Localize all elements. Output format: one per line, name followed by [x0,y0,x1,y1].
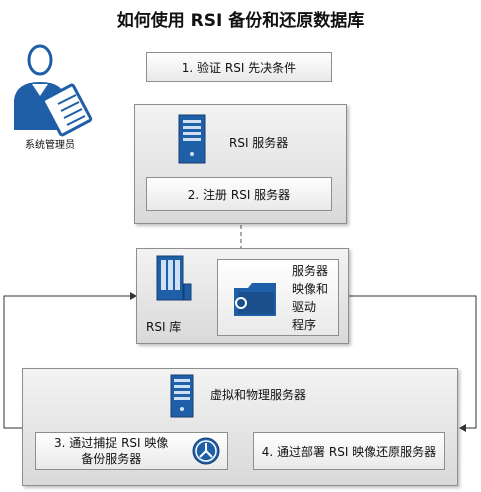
step3-label: 3. 通过捕捉 RSI 映像 备份服务器 [54,436,169,466]
step3-box: 3. 通过捕捉 RSI 映像 备份服务器 [35,432,228,470]
rsi-library-icon [156,254,192,304]
page-title: 如何使用 RSI 备份和还原数据库 [116,11,365,31]
folder-icon [232,280,278,318]
virtual-server-icon [170,374,194,418]
step2-box: 2. 注册 RSI 服务器 [146,177,332,211]
left-arrowhead [130,292,137,300]
admin-figure [6,38,98,138]
images-drivers-label: 服务器 映像和 驱动 程序 [292,264,329,332]
step1-box: 1. 验证 RSI 先决条件 [146,52,332,82]
images-drivers-box: 服务器 映像和 驱动 程序 [217,259,339,336]
right-loop-arrow [349,295,477,429]
rsi-server-icon [178,114,206,164]
step4-box: 4. 通过部署 RSI 映像还原服务器 [253,432,445,470]
clock-icon [191,436,221,466]
rsi-library-label: RSI 库 [146,320,182,334]
left-loop-arrow [3,295,130,429]
right-arrowhead [459,424,466,432]
admin-label: 系统管理员 [25,140,75,151]
rsi-server-label: RSI 服务器 [229,136,289,150]
virtual-physical-label: 虚拟和物理服务器 [210,388,307,402]
system-admin-icon [14,44,93,137]
